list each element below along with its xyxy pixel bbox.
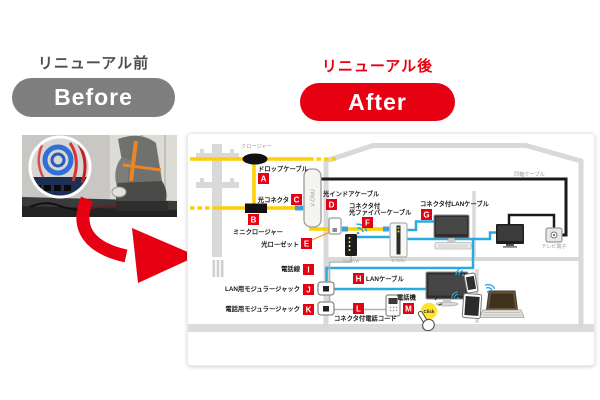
telephone-device — [385, 294, 401, 317]
d-onu-label: D-ONU — [391, 258, 405, 263]
label-d-indoor-cable: D — [326, 199, 337, 210]
click-circle[interactable] — [420, 302, 438, 320]
text-indoor-cable: 光インドアケーブル — [322, 189, 380, 198]
mini-closure-device — [245, 203, 267, 213]
label-k-phone-jack: K — [303, 304, 314, 315]
before-badge: Before — [12, 78, 175, 117]
text-phone-line: 電話線 — [281, 264, 301, 273]
item-labels: A B C D E F G H I J K L M — [248, 173, 432, 315]
lan-cables — [325, 220, 497, 291]
cable-closeup-circle — [28, 135, 92, 199]
text-lan-cable: LANケーブル — [366, 274, 404, 283]
svg-text:I: I — [307, 266, 309, 275]
fiber-connector-right — [383, 226, 389, 232]
closure-label: クロージャー — [241, 143, 272, 150]
optical-connector-device — [295, 205, 303, 211]
hand-cursor-icon — [417, 310, 435, 332]
before-heading: リニューアル前 — [37, 55, 150, 72]
after-diagram-card: V-ONU TA/HGW D-ONU テレビ端子 — [187, 133, 595, 366]
v-onu-device: V-ONU — [303, 168, 322, 228]
label-f-fiber-cable: F — [362, 217, 373, 228]
text-phone-cord: コネクタ付電話コード — [334, 314, 397, 323]
item-texts: ドロップケーブル ミニクロージャー 光コネクタ 光インドアケーブル 光ローゼット… — [225, 164, 490, 323]
label-j-lan-jack: J — [303, 284, 314, 295]
svg-text:B: B — [251, 216, 257, 225]
desktop-pc-downstairs — [425, 271, 469, 307]
label-m-telephone[interactable]: M — [403, 303, 414, 314]
lan-modular-jack-device — [317, 281, 335, 296]
label-a-drop-cable: A — [258, 173, 269, 184]
before-photo — [22, 135, 177, 217]
smartphone-device — [463, 272, 479, 294]
text-telephone: 電話機 — [397, 293, 417, 302]
utility-pole — [196, 144, 239, 277]
laptop-device — [479, 290, 525, 318]
tv-terminal-device: テレビ端子 — [541, 227, 567, 250]
tv-device — [496, 224, 524, 248]
label-c-optical-connector: C — [291, 194, 302, 205]
click-affordance[interactable]: Click — [415, 294, 443, 333]
after-heading: リニューアル後 — [321, 58, 434, 75]
svg-text:A: A — [261, 175, 267, 184]
text-rosette: 光ローゼット — [260, 240, 299, 249]
svg-text:D: D — [329, 201, 335, 210]
click-label: Click — [424, 309, 435, 314]
svg-text:C: C — [294, 196, 300, 205]
svg-text:H: H — [356, 275, 362, 284]
after-badge: After — [300, 83, 455, 121]
text-drop-cable: ドロップケーブル — [258, 164, 309, 173]
before-photo-illustration — [22, 135, 177, 217]
closure-device — [242, 153, 268, 165]
label-b-mini-closure: B — [248, 214, 259, 225]
text-fiber-cable-line1: コネクタ付 — [349, 201, 381, 210]
coax-cable — [316, 177, 568, 237]
label-g-lan-cable-connector: G — [421, 209, 432, 220]
svg-text:F: F — [365, 219, 370, 228]
tv-terminal-label: テレビ端子 — [541, 243, 566, 250]
text-optical-connector: 光コネクタ — [257, 195, 289, 204]
label-h-lan-cable: H — [353, 273, 364, 284]
desktop-pc-upstairs — [433, 214, 472, 250]
optical-rosette-device — [328, 217, 342, 235]
text-phone-jack: 電話用モジュラージャック — [225, 304, 300, 313]
text-mini-closure: ミニクロージャー — [233, 227, 283, 236]
before-to-after-arrow — [60, 195, 205, 295]
label-i-phone-line: I — [303, 264, 314, 275]
sparkle-icon — [431, 294, 443, 306]
svg-text:L: L — [356, 305, 361, 314]
svg-text:K: K — [306, 306, 312, 315]
svg-text:J: J — [306, 286, 310, 295]
coax-label: 同軸ケーブル — [514, 170, 545, 178]
ta-hgw-label: TA/HGW — [343, 259, 361, 264]
v-onu-label: V-ONU — [311, 189, 317, 206]
text-lan-jack: LAN用モジュラージャック — [225, 284, 300, 293]
label-l-phone-cord: L — [353, 303, 364, 314]
text-lan-cable-connector: コネクタ付LANケーブル — [420, 199, 490, 208]
label-e-rosette: E — [301, 238, 312, 249]
ta-hgw-device: TA/HGW — [343, 234, 361, 264]
ground-line — [188, 324, 594, 332]
tablet-device — [461, 293, 483, 319]
svg-text:M: M — [405, 305, 412, 314]
svg-text:E: E — [304, 240, 310, 249]
svg-text:G: G — [423, 211, 429, 220]
worker-figure — [111, 135, 168, 211]
fiber-connector-left — [342, 226, 348, 232]
d-onu-device: D-ONU — [389, 222, 408, 263]
text-fiber-cable-line2: 光ファイバーケーブル — [348, 208, 412, 217]
rosette-leader-line — [311, 231, 331, 241]
phone-modular-jack-device — [317, 301, 335, 316]
